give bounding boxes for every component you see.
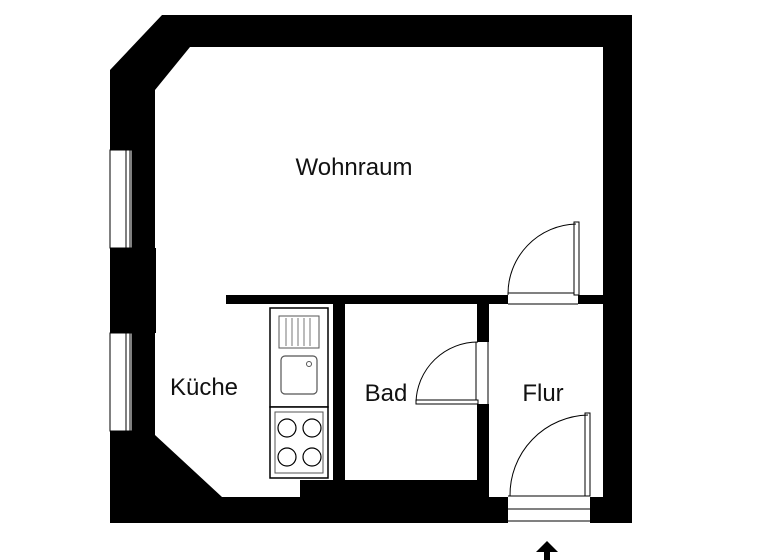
door-bad[interactable]: [415, 341, 489, 405]
window-upper: [109, 149, 133, 249]
stove-icon: [269, 406, 329, 479]
interior-wall-bath-bottom: [300, 480, 489, 500]
sink-icon: [269, 307, 329, 408]
door-wohnraum[interactable]: [507, 221, 580, 305]
door-entrance[interactable]: [508, 412, 591, 523]
room-label-kueche: Küche: [170, 374, 238, 401]
window-lower: [109, 332, 133, 432]
room-label-flur: Flur: [522, 380, 563, 407]
interior-wall-horizontal: [226, 295, 604, 304]
entrance-arrow-icon: [536, 541, 558, 560]
interior-wall-kitchen-bath: [333, 300, 345, 482]
wall-pier-between-windows: [126, 248, 156, 333]
room-label-wohnraum: Wohnraum: [296, 154, 413, 181]
outer-walls: [110, 15, 632, 523]
room-label-bad: Bad: [365, 380, 408, 407]
